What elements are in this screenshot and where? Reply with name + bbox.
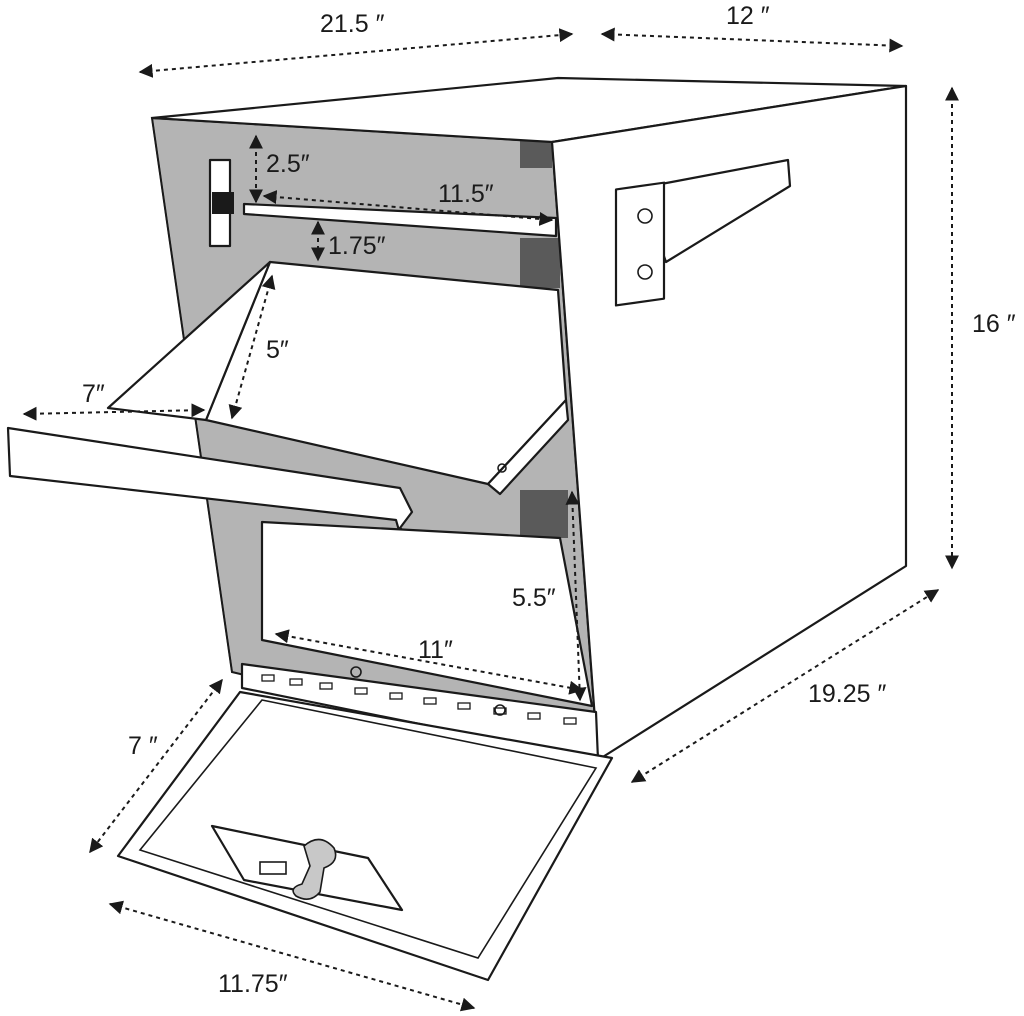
door-latch-slot: [259, 861, 287, 875]
door-lock: [292, 838, 337, 900]
label-inner-height: 5.5″: [512, 584, 556, 612]
arrow-depth-top: [600, 27, 904, 53]
label-height-side: 16 ″: [972, 310, 1016, 338]
label-tray-width: 7″: [82, 380, 105, 408]
hinge-rivet-right: [494, 704, 506, 716]
arrow-width-top: [138, 28, 574, 78]
label-slot-height: 2.5″: [266, 150, 310, 178]
arrow-inner-width: [274, 629, 584, 695]
arrow-door-width: [108, 900, 476, 1012]
label-slot-width: 11.5″: [438, 180, 494, 208]
arrow-slot-width: [262, 190, 554, 226]
label-door-depth: 7 ″: [128, 732, 158, 760]
label-door-width: 11.75″: [218, 970, 288, 998]
label-slot-gap: 1.75″: [328, 232, 386, 260]
label-depth-top: 12 ″: [726, 2, 770, 30]
front-edge: [551, 141, 599, 761]
shadow-strip-mid: [520, 238, 560, 288]
bracket-screw-bottom: [637, 264, 653, 280]
label-tray-depth: 5″: [266, 336, 289, 364]
shadow-strip-top: [520, 140, 552, 168]
label-depth-bottom: 19.25 ″: [808, 680, 887, 708]
mounting-plate: [614, 181, 666, 307]
tray-pivot: [497, 463, 507, 473]
label-width-top: 21.5 ″: [320, 10, 385, 38]
tray-side-support: [486, 398, 570, 496]
arrow-tray-width: [22, 403, 206, 421]
arrow-inner-height: [565, 490, 587, 702]
shadow-strip-low: [520, 490, 568, 538]
rear-latch-slot: [212, 192, 234, 214]
arrow-tray-depth: [228, 274, 276, 420]
label-inner-width: 11″: [418, 636, 453, 664]
bracket-screw-top: [637, 208, 653, 224]
